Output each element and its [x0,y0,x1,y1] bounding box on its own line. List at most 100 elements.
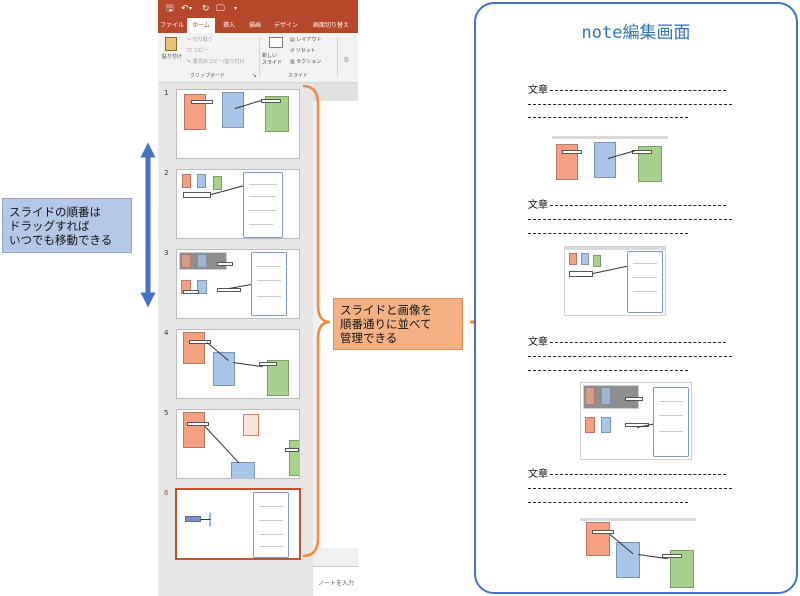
undo-icon[interactable]: ↶ [181,4,189,14]
paragraph-heading[interactable]: 文章 [528,199,738,213]
embedded-image-2[interactable] [564,246,666,316]
note-preview-text [259,506,283,507]
paragraph-label: 文章 [528,337,548,348]
note-preview-text [249,196,275,197]
note-preview-text [659,401,683,402]
blue-block [601,417,611,433]
scissors-icon: ✂ [187,37,192,43]
reset-label: リセット [295,48,316,54]
green-block [289,440,299,476]
green-block [267,360,289,396]
section-button[interactable]: ▥ セクション [290,59,321,66]
tab-file[interactable]: ファイル [159,22,184,29]
note-preview-text [257,280,281,281]
customize-toolbar-icon[interactable]: ▾ [234,5,238,12]
brush-icon: ✎ [187,59,192,65]
section-label: セクション [296,59,322,65]
callout-line: 順番通りに並べて [340,317,432,331]
note-editor-title: note編集画面 [581,23,691,43]
placeholder-dashes [528,117,688,118]
new-slide-button[interactable]: 新しい スライド [262,53,283,66]
powerpoint-window: 🖫 ↶ ▾ ↻ 🖵 ▾ ファイル ホーム 挿入 描画 デザイン 画面切り替え 貼… [158,0,358,596]
label-box [187,422,209,426]
note-preview [627,251,663,313]
callout-line: ドラッグすれば [9,219,90,233]
blue-block [213,352,235,386]
slide-thumbnail-4[interactable] [176,329,300,399]
placeholder-dashes [528,219,732,220]
slide-thumbnail-5[interactable] [176,409,300,479]
slide-number: 4 [164,329,169,337]
paragraph-heading[interactable]: 文章 [528,468,738,482]
slides-group-label: スライド [288,73,309,79]
note-preview-text [259,534,283,535]
label-box [261,99,281,103]
label-box [285,448,299,452]
embedded-image-3[interactable] [580,382,692,460]
reset-button[interactable]: ↺ リセット [290,48,316,55]
ribbon-separator [337,37,338,77]
note-preview-text [259,520,283,521]
placeholder-dashes [550,341,726,343]
layout-button[interactable]: ▤ レイアウト [290,37,321,44]
cut-button[interactable]: ✂ 切り取り [187,37,213,44]
paragraph-heading[interactable]: 文章 [528,336,738,350]
tab-transitions[interactable]: 画面切り替え [312,22,349,29]
copy-button[interactable]: ❐ コピー [187,48,208,55]
save-icon[interactable]: 🖫 [166,4,174,14]
paste-icon[interactable] [165,37,177,51]
dialog-launcher-icon[interactable]: ↘ [252,72,258,79]
embedded-image-4[interactable] [580,518,696,592]
placeholder-dashes [528,104,732,105]
callout-line: いつでも移動できる [9,233,113,247]
orange-block [182,174,191,188]
format-painter-button[interactable]: ✎ 書式のコピー/貼り付け [187,59,244,66]
label-box [259,362,277,366]
tab-draw[interactable]: 描画 [248,22,261,29]
manage-callout: スライドと画像を 順番通りに並べて 管理できる [333,298,463,350]
blue-block [222,92,244,128]
start-from-beginning-icon[interactable]: 🖵 [216,4,225,14]
tab-design[interactable]: デザイン [273,22,298,29]
notes-pane[interactable]: ノートを入力 [313,566,358,596]
note-preview-text [659,431,683,432]
paragraph-heading[interactable]: 文章 [528,84,738,98]
label-box [183,290,199,294]
note-preview-text [249,224,273,225]
note-preview [243,172,283,238]
chevron-down-icon[interactable]: ▾ [189,5,193,12]
tab-home[interactable]: ホーム [187,18,215,33]
layout-label: レイアウト [296,37,322,43]
label-box [189,340,211,344]
placeholder-dashes [528,488,732,489]
orange-block [183,412,205,448]
notes-placeholder: ノートを入力 [318,580,355,587]
connector-line [209,512,211,527]
slide-thumbnail-1[interactable] [176,89,300,159]
slide-thumbnail-6[interactable] [175,488,301,560]
note-preview [253,492,289,558]
placeholder-dashes [550,89,726,91]
label-box [662,554,682,558]
ribbon-tabs: ファイル ホーム 挿入 描画 デザイン 画面切り替え [158,18,358,33]
note-preview-text [633,277,657,278]
slide-thumbnail-3[interactable] [176,249,300,319]
bold-button[interactable]: B [344,56,349,64]
new-slide-icon[interactable] [269,37,283,48]
blue-block [601,387,611,405]
slide-thumbnail-2[interactable] [176,169,300,239]
label-box [217,262,233,266]
slide-number: 6 [164,489,169,497]
paragraph-label: 文章 [528,200,548,211]
blue-block [185,516,201,522]
label-box [191,100,213,104]
callout-line: 管理できる [340,331,398,345]
paste-button[interactable]: 貼り付け [162,54,183,60]
format-painter-label: 書式のコピー/貼り付け [192,59,245,65]
copy-icon: ❐ [187,48,192,54]
redo-icon[interactable]: ↻ [202,4,210,14]
reset-icon: ↺ [290,48,295,54]
orange-block [585,387,595,405]
tab-insert[interactable]: 挿入 [222,22,235,29]
embedded-image-1[interactable] [552,136,668,184]
